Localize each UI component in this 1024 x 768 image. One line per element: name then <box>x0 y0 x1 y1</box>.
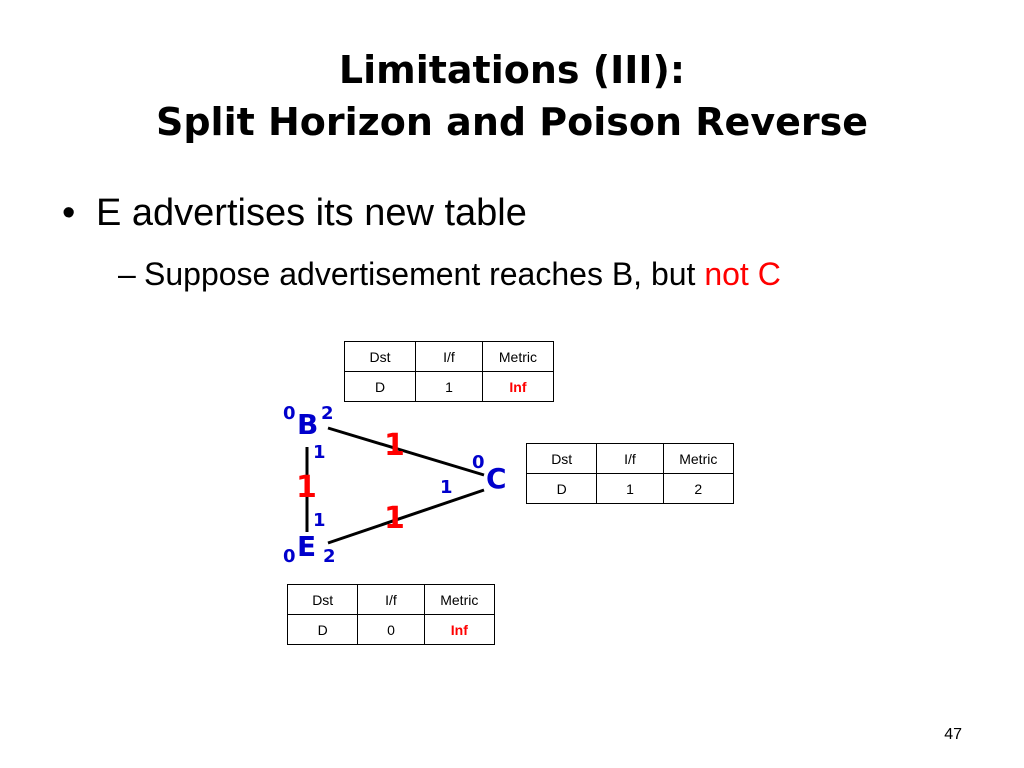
header-dst: Dst <box>286 584 359 615</box>
node-e-port-1: 1 <box>313 510 326 531</box>
cell-metric: Inf <box>481 371 555 402</box>
table-row: D 1 Inf <box>343 371 555 402</box>
cell-if: 1 <box>415 371 483 402</box>
node-b: B <box>297 408 319 441</box>
cost-e-c: 1 <box>384 501 405 536</box>
table-row: D 0 Inf <box>286 614 496 645</box>
header-if: I/f <box>596 443 664 474</box>
bullet-marker: • <box>62 192 76 234</box>
cost-b-e: 1 <box>296 470 317 505</box>
header-if: I/f <box>415 341 483 372</box>
cell-dst: D <box>525 473 598 504</box>
table-row: D 1 2 <box>525 473 735 504</box>
node-e-port-2: 2 <box>323 546 336 567</box>
title-line-2: Split Horizon and Poison Reverse <box>155 100 869 144</box>
link-e-c <box>327 488 485 545</box>
page-number: 47 <box>944 726 962 743</box>
cell-metric: 2 <box>662 473 735 504</box>
sub-bullet-marker: – <box>118 256 136 292</box>
table-header-row: Dst I/f Metric <box>525 443 735 474</box>
node-c-port-1: 1 <box>440 477 453 498</box>
header-metric: Metric <box>481 341 555 372</box>
bullet-point: • E advertises its new table <box>62 190 527 236</box>
cell-dst: D <box>343 371 417 402</box>
node-c-port-0: 0 <box>472 452 485 473</box>
sub-bullet-text: Suppose advertisement reaches B, but <box>144 256 705 292</box>
slide-title: Limitations (III): Split Horizon and Poi… <box>0 44 1024 148</box>
header-metric: Metric <box>423 584 496 615</box>
cell-metric: Inf <box>423 614 496 645</box>
header-metric: Metric <box>662 443 735 474</box>
cell-dst: D <box>286 614 359 645</box>
node-c: C <box>486 462 507 495</box>
header-dst: Dst <box>525 443 598 474</box>
table-header-row: Dst I/f Metric <box>343 341 555 372</box>
title-line-1: Limitations (III): <box>338 48 686 92</box>
node-b-port-1: 1 <box>313 442 326 463</box>
link-b-c <box>327 426 485 477</box>
cost-b-c: 1 <box>384 428 405 463</box>
routing-table-c: Dst I/f Metric D 1 2 <box>525 443 735 504</box>
cell-if: 1 <box>596 473 664 504</box>
header-dst: Dst <box>343 341 417 372</box>
routing-table-e: Dst I/f Metric D 0 Inf <box>286 584 496 645</box>
table-header-row: Dst I/f Metric <box>286 584 496 615</box>
sub-bullet-highlight: not C <box>704 256 781 292</box>
cell-if: 0 <box>357 614 425 645</box>
routing-table-b: Dst I/f Metric D 1 Inf <box>343 341 555 402</box>
node-e: E <box>297 530 317 563</box>
node-e-port-0: 0 <box>283 546 296 567</box>
bullet-text: E advertises its new table <box>96 192 527 234</box>
node-b-port-0: 0 <box>283 403 296 424</box>
header-if: I/f <box>357 584 425 615</box>
node-b-port-2: 2 <box>321 403 334 424</box>
sub-bullet-point: –Suppose advertisement reaches B, but no… <box>118 254 781 294</box>
